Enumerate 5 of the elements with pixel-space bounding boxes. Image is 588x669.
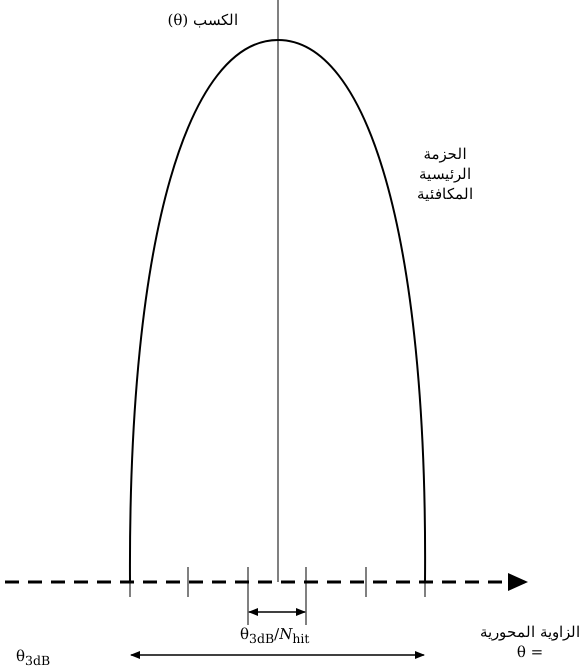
dimension-label: θ$_{3dB}$/N$_{hit}$	[240, 624, 310, 648]
curve-label: الحزمة الرئيسية المكافئية	[416, 144, 474, 204]
dimension-label: θ$_{3dB}$	[16, 646, 52, 669]
axis-label: الكسب (θ)	[166, 10, 238, 30]
axis-label: الزاوية المحورية = θ	[480, 622, 580, 662]
